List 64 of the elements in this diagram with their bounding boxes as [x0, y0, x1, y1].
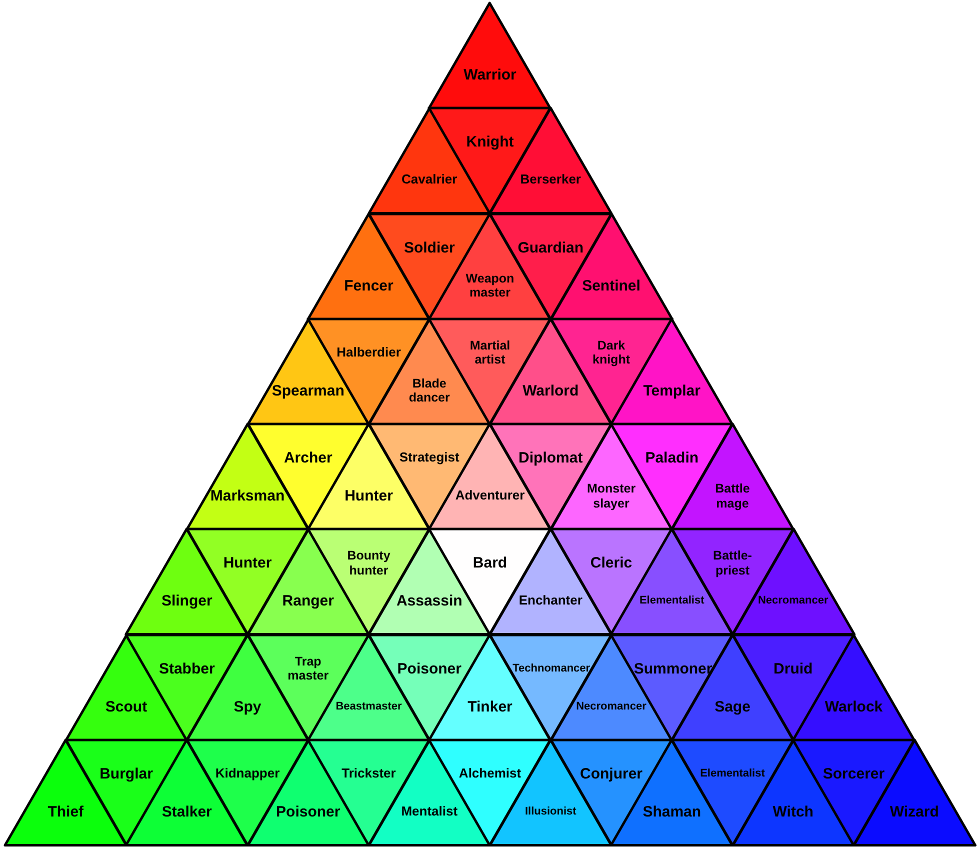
class-name: Trickster — [342, 766, 396, 782]
class-name: Martial artist — [468, 338, 512, 368]
class-name: Bounty hunter — [346, 548, 392, 578]
class-name: Bard — [472, 554, 508, 572]
class-name: Shaman — [642, 803, 702, 821]
class-name: Slinger — [161, 592, 212, 610]
class-name: Hunter — [344, 488, 393, 505]
class-name: Trap master — [286, 654, 330, 683]
class-name: Conjurer — [580, 765, 642, 782]
class-name: Poisoner — [397, 660, 462, 678]
class-name: Necromancer — [758, 595, 828, 608]
class-name: Sentinel — [582, 277, 640, 294]
class-name: Cavalrier — [402, 172, 458, 188]
class-name: Witch — [772, 803, 814, 821]
class-name: Cleric — [590, 554, 632, 572]
class-name: Druid — [774, 660, 813, 678]
class-name: Berserker — [520, 172, 581, 188]
class-name: Battle mage — [714, 482, 751, 511]
class-name: Tinker — [468, 698, 512, 716]
class-name: Beastmaster — [336, 700, 402, 713]
class-name: Knight — [466, 134, 514, 151]
class-name: Enchanter — [518, 594, 582, 609]
class-name: Technomancer — [512, 662, 589, 675]
class-name: Battle-priest — [712, 548, 753, 578]
class-name: Blade dancer — [408, 376, 451, 406]
class-name: Spy — [234, 698, 262, 716]
class-name: Sorcerer — [822, 765, 885, 782]
class-name: Dark knight — [592, 338, 631, 368]
class-name: Templar — [643, 382, 700, 400]
class-name: Illusionist — [524, 806, 576, 818]
class-name: Sage — [714, 698, 750, 716]
class-name: Warlock — [824, 698, 883, 716]
class-name: Strategist — [399, 450, 460, 466]
class-name: Adventurer — [455, 488, 525, 504]
class-name: Archer — [284, 449, 332, 467]
class-name: Weapon master — [464, 271, 516, 300]
class-name: Elementalist — [700, 768, 765, 780]
class-name: Alchemist — [458, 766, 522, 782]
class-name: Hunter — [223, 554, 272, 572]
class-name: Poisoner — [276, 803, 340, 821]
class-name: Ranger — [282, 592, 334, 610]
class-name: Assassin — [396, 592, 462, 610]
class-name: Scout — [105, 698, 148, 716]
class-name: Halberdier — [336, 345, 401, 360]
class-name: Warlord — [522, 382, 579, 400]
class-name: Stalker — [162, 803, 212, 821]
class-name: Fencer — [344, 277, 394, 294]
class-name: Spearman — [272, 382, 344, 400]
class-name: Monster slayer — [586, 482, 637, 511]
class-name: Necromancer — [576, 700, 646, 713]
class-name: Marksman — [210, 488, 285, 505]
class-name: Elementalist — [639, 595, 704, 608]
class-name: Guardian — [518, 238, 584, 256]
class-name: Warrior — [464, 66, 516, 84]
class-name: Burglar — [100, 765, 153, 782]
class-name: Soldier — [404, 238, 455, 256]
class-name: Diplomat — [518, 449, 583, 467]
class-name: Thief — [48, 803, 84, 821]
class-name: Paladin — [645, 449, 699, 467]
class-name: Kidnapper — [215, 766, 280, 782]
class-name: Wizard — [890, 803, 939, 821]
class-name: Stabber — [158, 660, 215, 678]
class-name: Summoner — [634, 660, 710, 678]
class-name: Mentalist — [401, 804, 458, 820]
